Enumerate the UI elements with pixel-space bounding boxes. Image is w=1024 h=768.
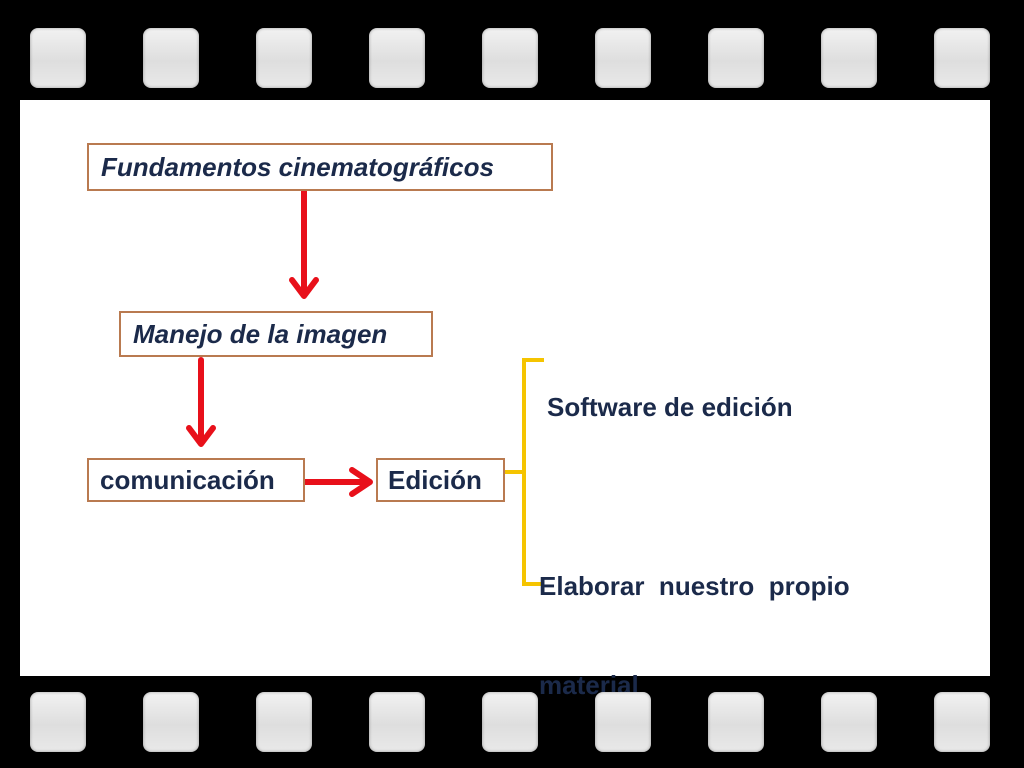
node-comunicacion-label: comunicación: [100, 465, 275, 495]
sprocket-hole: [30, 28, 86, 88]
branch-elaborar-line1: Elaborar nuestro propio: [539, 570, 850, 601]
sprocket-hole: [934, 28, 990, 88]
node-comunicacion: comunicación: [87, 458, 305, 502]
node-edicion-label: Edición: [388, 465, 482, 495]
sprocket-hole: [256, 692, 312, 752]
node-edicion: Edición: [376, 458, 505, 502]
sprocket-hole: [143, 28, 199, 88]
branch-software-label: Software de edición: [547, 392, 793, 422]
sprocket-hole: [143, 692, 199, 752]
sprocket-hole: [821, 692, 877, 752]
top-sprocket-row: [0, 28, 1024, 88]
sprocket-hole: [30, 692, 86, 752]
sprocket-hole: [595, 692, 651, 752]
sprocket-hole: [821, 28, 877, 88]
sprocket-hole: [708, 692, 764, 752]
node-manejo-label: Manejo de la imagen: [133, 319, 388, 349]
sprocket-hole: [708, 28, 764, 88]
sprocket-hole: [369, 28, 425, 88]
node-fundamentos: Fundamentos cinematográficos: [87, 143, 553, 191]
sprocket-hole: [369, 692, 425, 752]
sprocket-hole: [482, 28, 538, 88]
bottom-sprocket-row: [0, 692, 1024, 752]
slide-content-area: [20, 100, 990, 676]
node-fundamentos-label: Fundamentos cinematográficos: [101, 152, 494, 182]
sprocket-hole: [934, 692, 990, 752]
sprocket-hole: [482, 692, 538, 752]
node-manejo: Manejo de la imagen: [119, 311, 433, 357]
branch-software: Software de edición: [547, 391, 793, 424]
sprocket-hole: [256, 28, 312, 88]
sprocket-hole: [595, 28, 651, 88]
